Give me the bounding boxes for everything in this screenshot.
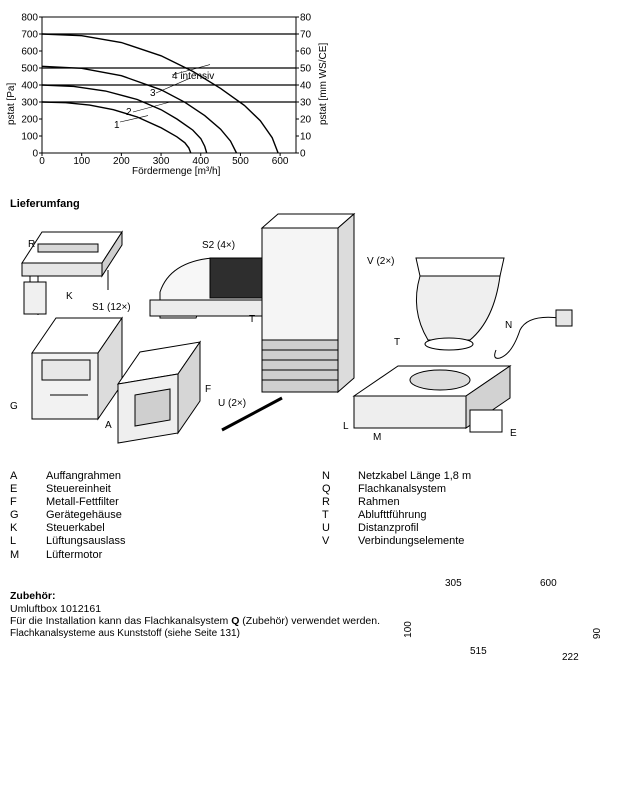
accessories-title: Zubehör: xyxy=(10,590,56,602)
profile-u-drawing xyxy=(221,396,283,432)
dim-100: 100 xyxy=(402,621,414,638)
y-tick-label-left: 800 xyxy=(21,13,38,24)
chart-series xyxy=(41,33,279,154)
series-line-1 xyxy=(41,101,192,154)
y-tick-label-right: 60 xyxy=(300,47,312,58)
curve-label-1: 1 xyxy=(114,120,120,131)
dim-305: 305 xyxy=(445,578,462,589)
chart-ylabel-left: pstat [Pa] xyxy=(6,83,17,125)
y-tick-label-right: 10 xyxy=(300,132,312,143)
dim-515: 515 xyxy=(470,646,487,657)
series-line-3 xyxy=(41,65,238,154)
curve-leader-4 xyxy=(171,64,211,76)
callout-m: M xyxy=(373,432,381,443)
callout-r: R xyxy=(28,239,35,250)
chart-xlabel: Fördermenge [m³/h] xyxy=(132,166,221,177)
callout-v: V (2×) xyxy=(367,256,395,267)
cable-n-drawing xyxy=(494,316,561,359)
x-tick-label: 200 xyxy=(113,156,130,167)
y-tick-label-right: 50 xyxy=(300,64,312,75)
callout-u: U (2×) xyxy=(218,398,246,409)
tray-a-drawing xyxy=(116,340,202,444)
tall-housing-drawing xyxy=(260,212,356,394)
y-tick-label-right: 30 xyxy=(300,98,312,109)
callout-l: L xyxy=(343,421,349,432)
callout-f: F xyxy=(205,384,211,395)
chart-ylabel-right: pstat [mm WS/CE] xyxy=(318,43,329,125)
frame-r-drawing xyxy=(21,230,123,315)
callout-g: G xyxy=(10,401,18,412)
exploded-illustration: R K S2 (4×) S1 (12×) V (2×) T T N G F A … xyxy=(10,212,573,444)
x-tick-label: 400 xyxy=(192,156,209,167)
x-tick-label: 500 xyxy=(232,156,249,167)
y-tick-label-right: 80 xyxy=(300,13,312,24)
y-tick-label-left: 100 xyxy=(21,132,38,143)
dim-222: 222 xyxy=(562,652,579,663)
y-tick-label-left: 0 xyxy=(32,149,38,160)
y-tick-label-left: 500 xyxy=(21,64,38,75)
curve-label-3: 3 xyxy=(150,88,156,99)
curve-leader-2 xyxy=(132,101,171,113)
y-tick-label-right: 20 xyxy=(300,115,312,126)
x-tick-label: 300 xyxy=(153,156,170,167)
x-tick-label: 600 xyxy=(272,156,289,167)
curve-leader-3 xyxy=(155,77,191,94)
curve-label-2: 2 xyxy=(126,107,132,118)
callout-s2: S2 (4×) xyxy=(202,240,235,251)
y-tick-label-left: 700 xyxy=(21,30,38,41)
y-tick-label-right: 40 xyxy=(300,81,312,92)
y-tick-label-left: 600 xyxy=(21,47,38,58)
y-tick-label-right: 70 xyxy=(300,30,312,41)
callout-s1: S1 (12×) xyxy=(92,302,131,313)
series-line-2 xyxy=(41,84,208,154)
dim-600: 600 xyxy=(540,578,557,589)
callout-t2: T xyxy=(394,337,400,348)
dim-90: 90 xyxy=(592,627,604,640)
chart-axes xyxy=(39,16,299,156)
accessories-block: Zubehör: Umluftbox 1012161 Für die Insta… xyxy=(10,590,380,640)
x-tick-label: 0 xyxy=(39,156,45,167)
y-tick-label-left: 300 xyxy=(21,98,38,109)
callout-e: E xyxy=(510,428,517,439)
curve-label-4: 4 intensiv xyxy=(172,71,214,82)
callout-t1: T xyxy=(249,314,255,325)
accessories-line2: Für die Installation kann das Flachkanal… xyxy=(10,615,381,627)
y-tick-label-right: 0 xyxy=(300,149,306,160)
funnel-t-drawing xyxy=(415,257,505,351)
section-title: Lieferumfang xyxy=(10,198,80,210)
y-tick-label-left: 200 xyxy=(21,115,38,126)
x-tick-label: 100 xyxy=(73,156,90,167)
callout-n: N xyxy=(505,320,512,331)
callout-k: K xyxy=(66,291,73,302)
accessories-line3: Flachkanalsysteme aus Kunststoff (siehe … xyxy=(10,627,240,639)
housing-g-drawing xyxy=(31,316,123,421)
motor-box-drawing xyxy=(352,365,512,433)
accessories-line1: Umluftbox 1012161 xyxy=(10,602,102,615)
y-tick-label-left: 400 xyxy=(21,81,38,92)
callout-a: A xyxy=(105,420,112,431)
curve-leader-1 xyxy=(119,115,149,123)
series-line-4 xyxy=(41,33,279,154)
